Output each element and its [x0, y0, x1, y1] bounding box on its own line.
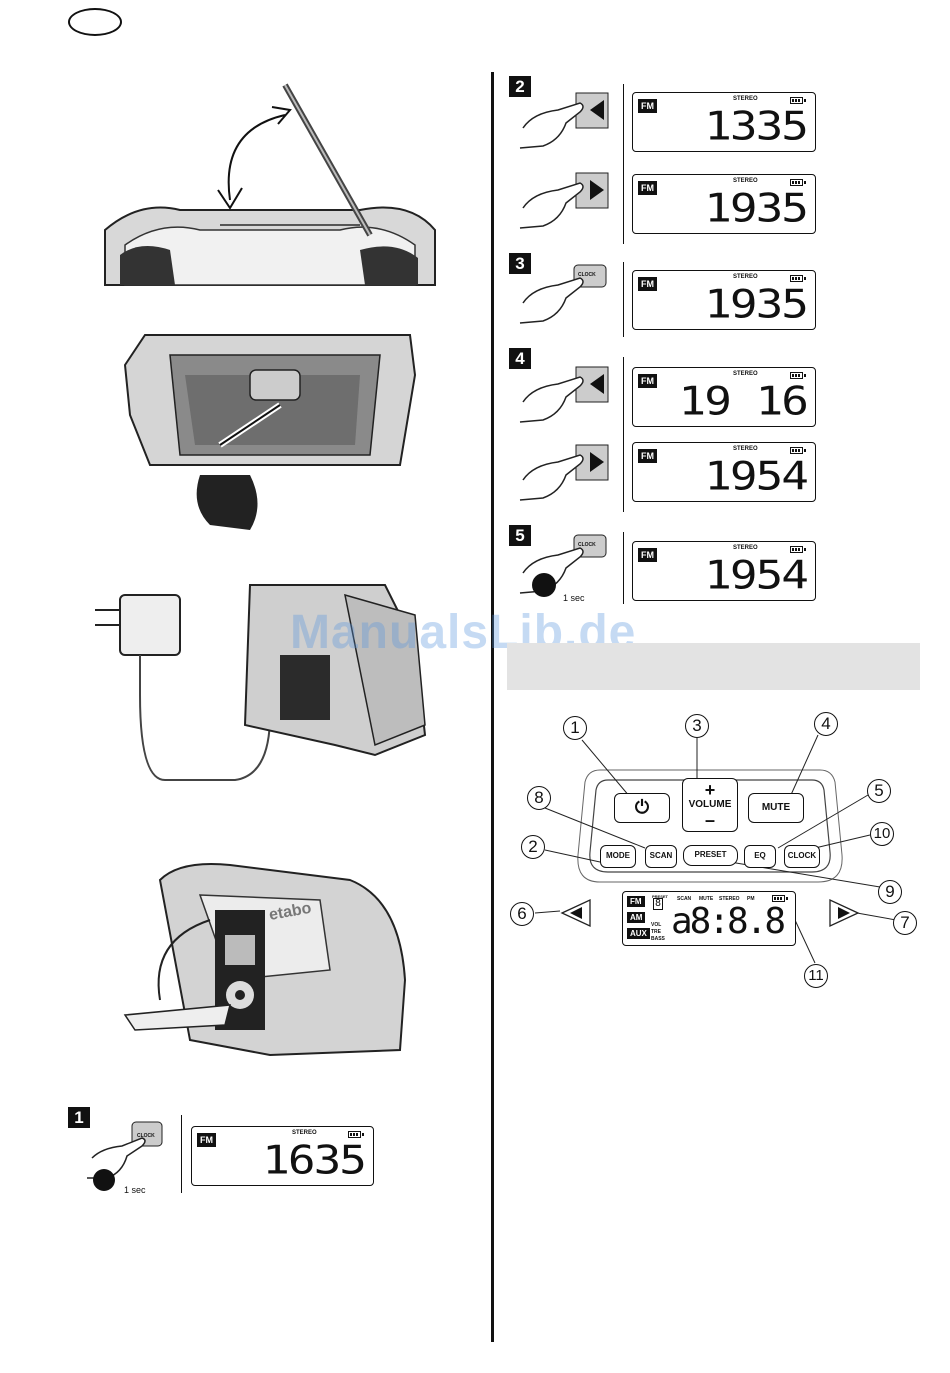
volume-rocker[interactable]: + VOLUME –	[682, 778, 738, 832]
callout-7: 7	[893, 911, 917, 935]
callout-8: 8	[527, 786, 551, 810]
aux-indicator: AUX	[627, 928, 650, 939]
volume-up-label: +	[683, 782, 737, 798]
left-arrow-button[interactable]	[560, 898, 594, 928]
scan-button[interactable]: SCAN	[645, 845, 677, 868]
tre-indicator: TRE	[651, 929, 661, 935]
callout-1: 1	[563, 716, 587, 740]
vol-indicator: VOL	[651, 922, 661, 928]
preset-button[interactable]: PRESET	[683, 845, 738, 866]
callout-4: 4	[814, 712, 838, 736]
am-indicator: AM	[627, 912, 645, 923]
segment-digits: a8:8.8	[671, 904, 783, 940]
eq-button[interactable]: EQ	[744, 845, 776, 868]
callout-11: 11	[804, 964, 828, 988]
callout-2: 2	[521, 835, 545, 859]
main-display: FM AM AUX PRESET 8 SCAN MUTE STEREO PM V…	[622, 891, 796, 946]
callout-5: 5	[867, 779, 891, 803]
callout-3: 3	[685, 714, 709, 738]
preset-digit: 8	[653, 898, 663, 910]
callout-9: 9	[878, 880, 902, 904]
bass-indicator: BASS	[651, 936, 665, 942]
mute-button[interactable]: MUTE	[748, 793, 804, 823]
power-button[interactable]: ⏻	[614, 793, 670, 823]
callout-10: 10	[870, 822, 894, 846]
clock-button[interactable]: CLOCK	[784, 845, 820, 868]
mode-button[interactable]: MODE	[600, 845, 636, 868]
volume-down-label: –	[683, 812, 737, 828]
fm-indicator: FM	[627, 896, 645, 907]
right-arrow-button[interactable]	[826, 898, 860, 928]
callout-6: 6	[510, 902, 534, 926]
